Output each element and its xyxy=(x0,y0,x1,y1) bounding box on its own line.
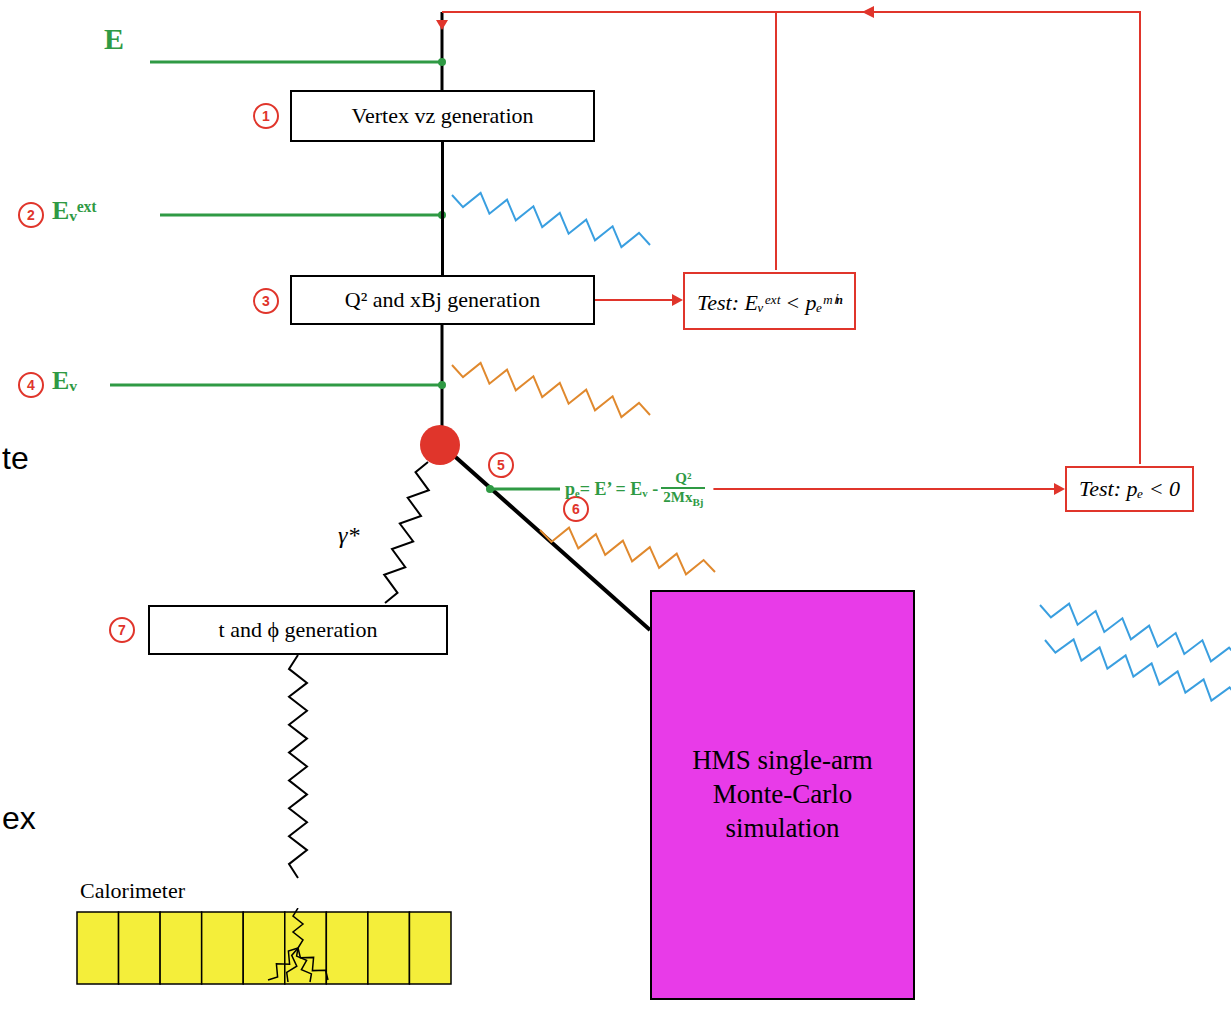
calorimeter-cell xyxy=(243,912,285,984)
arrow-head xyxy=(862,6,874,18)
simulation-box: HMS single-arm Monte-Carlo simulation xyxy=(650,590,915,1000)
node-text: Calorimeter xyxy=(75,878,453,908)
cropped-text: ex xyxy=(2,800,36,837)
node-text: Vertex vz generation xyxy=(351,103,533,129)
feedback-line xyxy=(442,12,1140,464)
node-text: Test: Eᵥᵉˣᵗ < pₑᵐⁱⁿ xyxy=(697,286,842,316)
callout-number: 6 xyxy=(563,496,589,522)
beam-energy: E xyxy=(104,22,124,56)
test-box: Test: pₑ < 0 xyxy=(1065,466,1194,512)
calorimeter-blocks xyxy=(75,908,453,988)
energy-line xyxy=(150,61,442,64)
arrow-head xyxy=(672,294,683,306)
callout-number: 3 xyxy=(253,288,279,314)
node-text: Test: pₑ < 0 xyxy=(1079,476,1180,502)
node-text: HMS single-arm Monte-Carlo simulation xyxy=(670,744,895,845)
radiation-wave xyxy=(1040,604,1231,662)
energy-label: Eᵥ xyxy=(52,366,77,396)
shower xyxy=(293,908,303,948)
arrow-head xyxy=(436,20,448,30)
shower xyxy=(287,948,298,982)
node-text: Q² and xBj generation xyxy=(345,287,540,313)
label: pₑ= E’ = Eᵥ - xyxy=(565,479,658,500)
label: Bj xyxy=(692,496,703,508)
connector xyxy=(595,299,672,301)
process-box: Q² and xBj generation xyxy=(290,275,595,325)
energy-label: Eᵥᵉˣᵗ xyxy=(52,196,97,226)
node-text: t and ϕ generation xyxy=(219,617,378,643)
callout-number: 5 xyxy=(488,452,514,478)
test-box: Test: Eᵥᵉˣᵗ < pₑᵐⁱⁿ xyxy=(683,272,856,330)
callout-number: 2 xyxy=(18,202,44,228)
arrow-head xyxy=(1054,483,1065,495)
shower xyxy=(297,948,312,982)
energy-line xyxy=(110,384,442,387)
radiation-wave xyxy=(384,462,429,603)
formula: pₑ= E’ = Eᵥ - Q² 2MxBj xyxy=(565,470,705,508)
calorimeter-cell xyxy=(119,912,161,984)
radiation-wave xyxy=(540,528,715,575)
calorimeter-cell xyxy=(326,912,368,984)
connector xyxy=(289,655,307,878)
photon-label: γ* xyxy=(338,522,359,549)
callout-number: 7 xyxy=(109,617,135,643)
calorimeter: Calorimeter xyxy=(75,878,453,988)
energy-line xyxy=(490,488,560,491)
callout-number: 1 xyxy=(253,103,279,129)
energy-dot xyxy=(486,485,494,493)
denominator: 2MxBj xyxy=(661,489,705,508)
radiation-wave xyxy=(452,193,650,247)
beam-line xyxy=(441,325,444,428)
radiation-wave xyxy=(452,363,650,417)
energy-dot xyxy=(438,58,446,66)
energy-dot xyxy=(438,381,446,389)
energy-line xyxy=(160,214,442,217)
label: 2Mx xyxy=(663,489,692,505)
callout-number: 4 xyxy=(18,372,44,398)
calorimeter-cell xyxy=(409,912,451,984)
test-arrow xyxy=(713,488,1054,490)
calorimeter-cell xyxy=(368,912,410,984)
calorimeter-cell xyxy=(77,912,119,984)
numerator: Q² xyxy=(661,470,705,489)
radiation-wave xyxy=(1045,639,1231,700)
connector xyxy=(441,142,444,275)
calorimeter-cell xyxy=(285,912,327,984)
cropped-text: te xyxy=(2,440,29,477)
fraction: Q² 2MxBj xyxy=(661,470,705,508)
interaction-vertex xyxy=(420,425,460,465)
label: Q² xyxy=(675,470,691,486)
calorimeter-cell xyxy=(160,912,202,984)
process-box: Vertex vz generation xyxy=(290,90,595,142)
shower xyxy=(298,948,328,980)
calorimeter-cell xyxy=(202,912,244,984)
process-box: t and ϕ generation xyxy=(148,605,448,655)
